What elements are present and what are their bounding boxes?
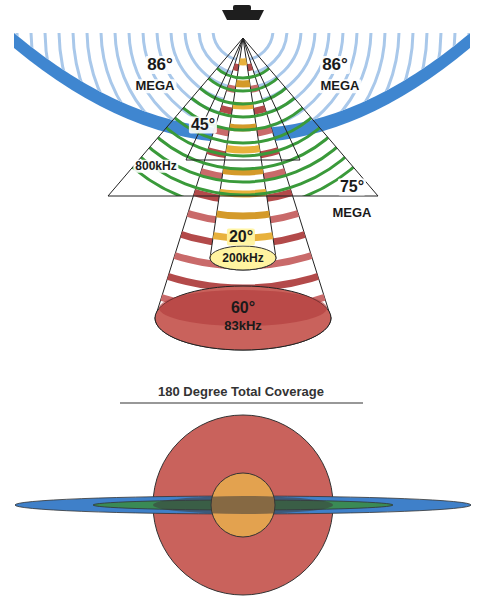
mega-down-cone: 75° MEGA 45° 800kHz [100,38,400,228]
cone-800khz [186,38,300,160]
band-stroke [43,0,443,238]
coverage-side [15,496,471,514]
band-stroke [197,0,289,84]
band-stroke [153,0,333,128]
red-bands [0,0,483,310]
beam-label: 86° [145,56,175,74]
cone-200khz-base [210,246,276,270]
beam-label: 800kHz [133,160,178,173]
band-stroke [86,0,400,195]
band-stroke [65,0,421,216]
band-stroke [0,0,483,288]
beam-label: 86° [320,56,350,74]
band-stroke [109,0,377,172]
band-stroke [190,0,296,91]
band-stroke [164,0,322,117]
beam-label: 83kHz [222,319,264,333]
beam-label: 75° [338,179,366,196]
khz200-cone: 20° 200kHz [205,38,281,273]
cone-mega-75 [108,38,378,196]
band-stroke [177,0,309,104]
band-stroke [3,0,483,270]
beam-label: MEGA [331,206,374,220]
side-imaging-fan: 86° MEGA 86° MEGA [14,33,470,133]
green-arcs [73,0,413,208]
beam-label: MEGA [134,79,177,93]
beam-label: MEGA [319,79,362,93]
band-stroke [151,0,335,130]
khz800-cone: 45° 800kHz [120,38,290,178]
band-stroke [131,0,355,150]
band-stroke [87,0,399,194]
beam-label: 200kHz [220,252,265,265]
band-stroke [0,0,483,310]
band-stroke [112,0,374,169]
khz83-cone: 60° 83kHz 20° 200kHz [150,38,336,353]
yellow-bands [21,0,465,260]
cone-83khz-base [155,286,331,350]
heading: 180 Degree Total Coverage [156,385,326,399]
beam-label: 20° [227,229,255,246]
band-stroke [99,0,387,182]
beam-label: 45° [189,117,217,134]
fan-arcs [0,0,483,298]
boat-hull [222,10,264,20]
heading-rule [120,402,363,403]
band-stroke [21,0,465,260]
band-stroke [59,0,427,214]
band-stroke [125,0,361,156]
band-stroke [0,0,483,298]
band-stroke [138,0,348,143]
band-stroke [73,0,413,208]
band-stroke [175,0,311,106]
boat-cabin [233,5,251,11]
beam-label: 60° [229,300,257,317]
coverage-overlap [153,496,333,514]
band-stroke [17,0,469,256]
coverage-83khz [153,415,333,595]
